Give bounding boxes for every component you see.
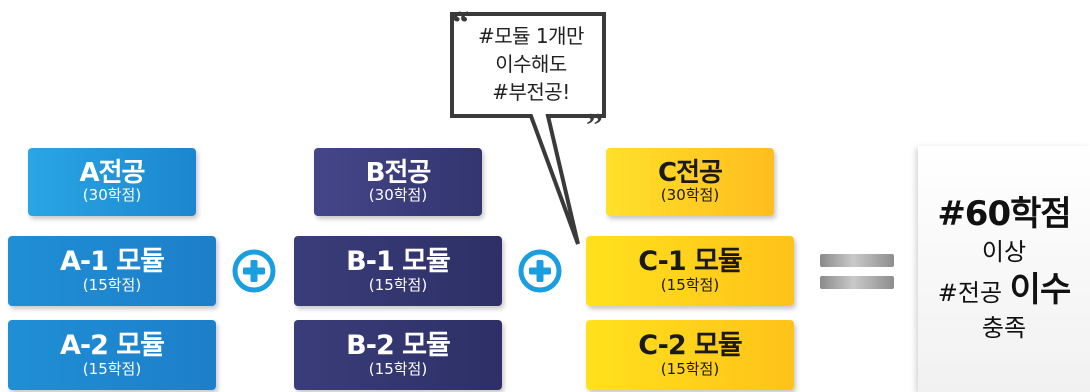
plus-circle-icon bbox=[518, 249, 562, 293]
major-b-header: B전공 (30학점) bbox=[314, 148, 482, 216]
plus-circle-icon bbox=[232, 249, 276, 293]
bubble-line-3: #부전공! bbox=[492, 80, 570, 104]
result-credits: #60학점 bbox=[937, 194, 1071, 235]
result-major-prefix: #전공 bbox=[937, 279, 1003, 308]
module-c2: C-2 모듈 (15학점) bbox=[586, 320, 794, 390]
svg-text:”: ” bbox=[586, 107, 603, 144]
module-a1-credits: (15학점) bbox=[82, 275, 142, 294]
module-c2-title: C-2 모듈 bbox=[638, 330, 743, 362]
major-a-credits: (30학점) bbox=[82, 186, 142, 205]
result-completion: 이수 bbox=[1009, 270, 1072, 311]
module-a2: A-2 모듈 (15학점) bbox=[8, 320, 216, 390]
major-c-header: C전공 (30학점) bbox=[606, 148, 774, 216]
result-satisfied: 충족 bbox=[981, 314, 1027, 343]
equals-bar-top bbox=[820, 254, 894, 267]
module-a2-credits: (15학점) bbox=[82, 359, 142, 378]
module-b1-title: B-1 모듈 bbox=[346, 246, 451, 278]
module-c1-title: C-1 모듈 bbox=[638, 246, 743, 278]
result-panel: #60학점 이상 #전공 이수 충족 bbox=[918, 146, 1090, 392]
bubble-line-2: 이수해도 bbox=[495, 52, 567, 76]
bubble-text: #모듈 1개만 이수해도 #부전공! bbox=[462, 22, 600, 106]
module-c2-credits: (15학점) bbox=[660, 359, 720, 378]
major-b-credits: (30학점) bbox=[368, 186, 428, 205]
major-b-title: B전공 bbox=[365, 157, 432, 188]
major-a-header: A전공 (30학점) bbox=[28, 148, 196, 216]
svg-text:“: “ bbox=[452, 5, 469, 42]
bubble-line-1: #모듈 1개만 bbox=[478, 24, 584, 48]
module-b1-credits: (15학점) bbox=[368, 275, 428, 294]
quote-marks-icon: “ ” bbox=[452, 5, 603, 144]
result-above: 이상 bbox=[981, 237, 1027, 266]
module-a2-title: A-2 모듈 bbox=[60, 330, 165, 362]
module-c1-credits: (15학점) bbox=[660, 275, 720, 294]
module-b2: B-2 모듈 (15학점) bbox=[294, 320, 502, 390]
module-b2-title: B-2 모듈 bbox=[346, 330, 451, 362]
module-a1-title: A-1 모듈 bbox=[60, 246, 165, 278]
major-a-title: A전공 bbox=[79, 157, 146, 188]
major-c-credits: (30학점) bbox=[660, 186, 720, 205]
major-c-title: C전공 bbox=[658, 157, 723, 188]
module-b1: B-1 모듈 (15학점) bbox=[294, 236, 502, 306]
module-a1: A-1 모듈 (15학점) bbox=[8, 236, 216, 306]
result-major-line: #전공 이수 bbox=[937, 268, 1072, 312]
module-b2-credits: (15학점) bbox=[368, 359, 428, 378]
module-c1: C-1 모듈 (15학점) bbox=[586, 236, 794, 306]
equals-bar-bottom bbox=[820, 276, 894, 289]
